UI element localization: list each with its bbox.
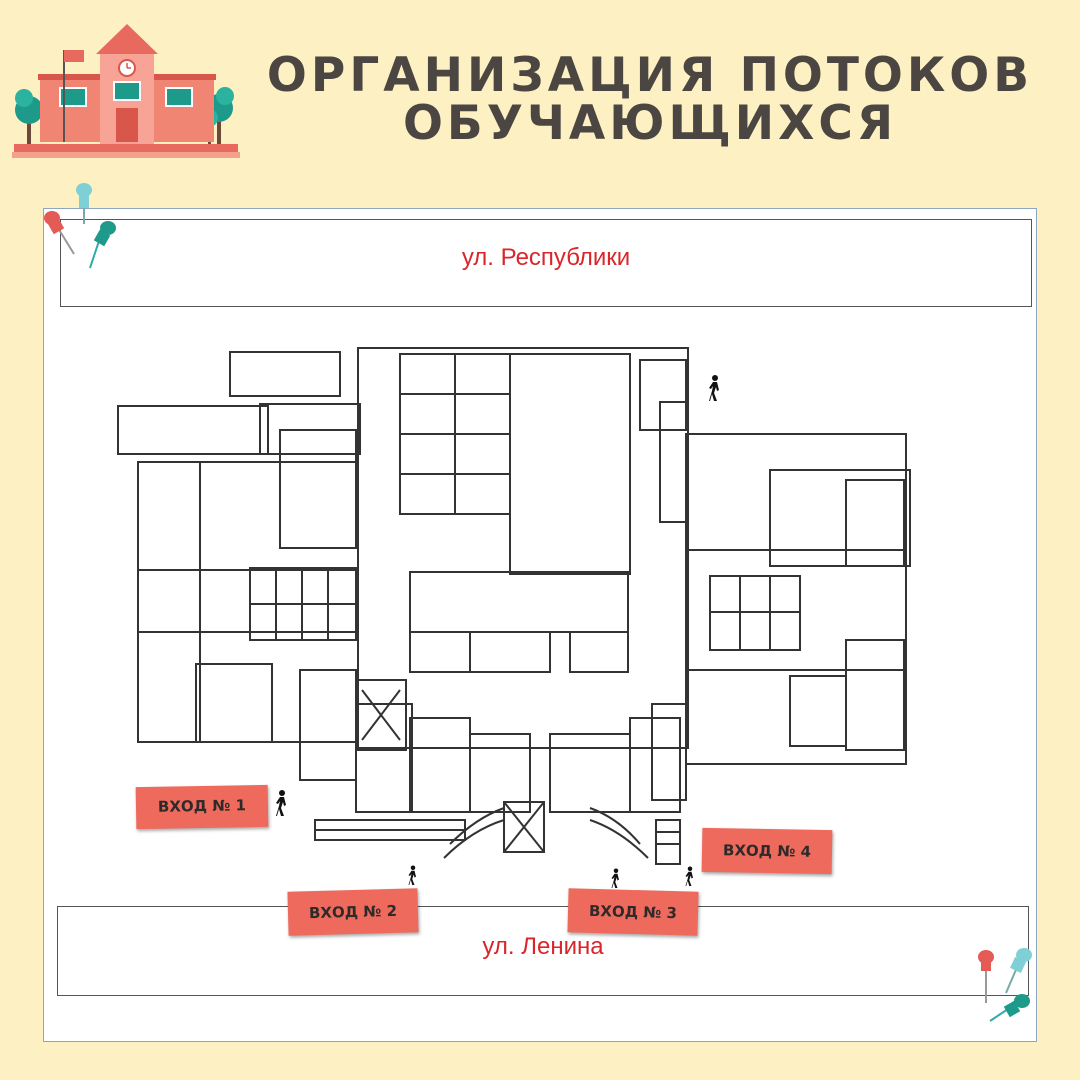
title-line-2: ОБУЧАЮЩИХСЯ — [402, 96, 898, 151]
pedestrian-icon — [276, 790, 286, 816]
pedestrian-icon — [611, 868, 619, 888]
school-building-icon — [12, 24, 240, 158]
entrance-label-4: ВХОД № 4 — [701, 827, 833, 875]
pedestrian-icon — [685, 866, 693, 886]
entrance-label-3: ВХОД № 3 — [567, 888, 699, 936]
pedestrian-icon — [709, 375, 719, 401]
entrance-label-1: ВХОД № 1 — [135, 784, 269, 830]
floor-plan — [117, 347, 911, 865]
title-line-1: ОРГАНИЗАЦИЯ ПОТОКОВ — [266, 48, 1034, 103]
entrance-label-2: ВХОД № 2 — [287, 888, 419, 936]
street-lenina: ул. Ленина — [57, 906, 1029, 996]
street-respubliki: ул. Республики — [60, 219, 1032, 307]
pedestrian-icon — [408, 865, 416, 885]
pushpin-icon — [44, 183, 116, 269]
page-title: ОРГАНИЗАЦИЯ ПОТОКОВ ОБУЧАЮЩИХСЯ — [250, 52, 1050, 148]
pushpin-icon — [978, 948, 1032, 1022]
